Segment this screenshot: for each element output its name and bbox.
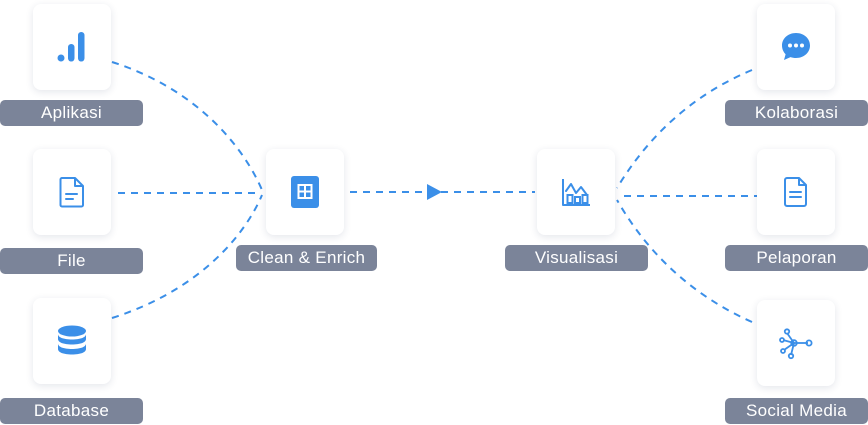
file-card[interactable] bbox=[33, 149, 111, 235]
aplikasi-card[interactable] bbox=[33, 4, 111, 90]
arrow-head-icon bbox=[427, 184, 442, 200]
file-label: File bbox=[0, 248, 143, 274]
connector-social-media bbox=[616, 199, 753, 323]
database-icon bbox=[56, 324, 88, 358]
network-icon bbox=[779, 326, 813, 360]
chat-bubble-icon bbox=[779, 30, 813, 64]
social-media-label: Social Media bbox=[725, 398, 868, 424]
kolaborasi-label: Kolaborasi bbox=[725, 100, 868, 126]
connector-aplikasi bbox=[111, 61, 263, 191]
report-icon bbox=[782, 176, 810, 208]
pelaporan-label: Pelaporan bbox=[725, 245, 868, 271]
clean-enrich-label: Clean & Enrich bbox=[236, 245, 377, 271]
connector-kolaborasi bbox=[616, 69, 753, 189]
database-card[interactable] bbox=[33, 298, 111, 384]
document-icon bbox=[57, 175, 87, 209]
aplikasi-label: Aplikasi bbox=[0, 100, 143, 126]
visualisasi-label: Visualisasi bbox=[505, 245, 648, 271]
chart-icon bbox=[560, 176, 592, 208]
kolaborasi-card[interactable] bbox=[757, 4, 835, 90]
pelaporan-card[interactable] bbox=[757, 149, 835, 235]
social-media-card[interactable] bbox=[757, 300, 835, 386]
connector-database bbox=[111, 194, 263, 319]
clean-enrich-card[interactable] bbox=[266, 149, 344, 235]
spreadsheet-icon bbox=[290, 175, 320, 209]
bar-signal-icon bbox=[55, 30, 89, 64]
visualisasi-card[interactable] bbox=[537, 149, 615, 235]
database-label: Database bbox=[0, 398, 143, 424]
